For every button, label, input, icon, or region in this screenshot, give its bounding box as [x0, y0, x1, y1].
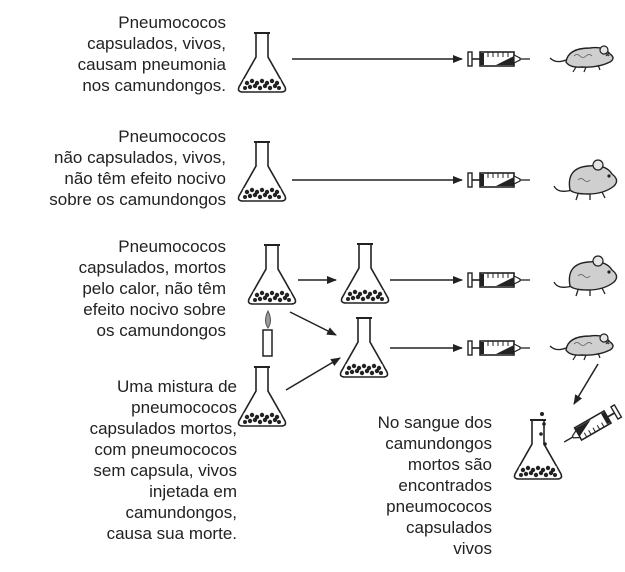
caption-line: com pneumococos: [94, 440, 237, 459]
caption-line: No sangue dos: [377, 413, 492, 432]
flask-icon: [237, 141, 287, 202]
arrow: [289, 311, 337, 336]
caption-line: encontrados: [398, 476, 492, 495]
caption-noncapsulated-live: Pneumococos não capsulados, vivos, não t…: [49, 126, 226, 210]
caption-line: não têm efeito nocivo: [64, 169, 226, 188]
caption-line: pelo calor, não têm: [82, 279, 226, 298]
caption-line: Pneumococos: [118, 13, 226, 32]
caption-line: camundongos: [385, 434, 492, 453]
flask-icon: [237, 32, 287, 93]
caption-line: sobre os camundongos: [49, 190, 226, 209]
caption-mixture: Uma mistura de pneumococos capsulados mo…: [90, 376, 237, 544]
syringe-icon: [467, 272, 531, 288]
caption-line: vivos: [453, 539, 492, 558]
dead-mouse-icon: [549, 333, 614, 361]
arrow: [573, 363, 599, 405]
caption-line: nos camundongos.: [82, 76, 226, 95]
syringe-icon: [467, 172, 531, 188]
caption-line: Pneumococos: [118, 237, 226, 256]
flask-icon: [339, 317, 389, 378]
live-mouse-icon: [553, 159, 618, 201]
caption-capsulated-live: Pneumococos capsulados, vivos, causam pn…: [78, 12, 226, 96]
blood-drops: [539, 412, 547, 446]
caption-line: Uma mistura de: [117, 377, 237, 396]
dead-mouse-icon: [549, 45, 614, 73]
caption-line: capsulados mortos,: [89, 419, 237, 438]
caption-line: não capsulados, vivos,: [54, 148, 226, 167]
caption-line: capsulados: [405, 518, 492, 537]
caption-line: capsulados, vivos,: [87, 34, 226, 53]
syringe-icon: [559, 404, 623, 449]
caption-line: mortos são: [407, 455, 492, 474]
flask-icon: [513, 419, 563, 480]
flask-icon: [247, 244, 297, 305]
caption-line: capsulados, mortos: [78, 258, 226, 277]
caption-line: camundongos,: [125, 503, 237, 522]
syringe-icon: [467, 340, 531, 356]
caption-line: pneumococos: [386, 497, 492, 516]
caption-result: No sangue dos camundongos mortos são enc…: [378, 412, 492, 559]
arrow: [285, 357, 341, 391]
caption-line: sem capsula, vivos: [93, 461, 237, 480]
caption-line: pneumococos: [131, 398, 237, 417]
caption-line: causam pneumonia: [77, 55, 226, 74]
caption-line: efeito nocivo sobre: [83, 300, 226, 319]
caption-line: injetada em: [149, 482, 237, 501]
caption-capsulated-heat-killed: Pneumococos capsulados, mortos pelo calo…: [79, 236, 226, 341]
caption-line: os camundongos: [96, 321, 226, 340]
caption-line: causa sua morte.: [106, 524, 237, 543]
flask-icon: [340, 243, 390, 304]
bunsen-burner-icon: [262, 309, 273, 357]
live-mouse-icon: [553, 255, 618, 297]
syringe-icon: [467, 51, 531, 67]
flask-icon: [237, 366, 287, 427]
caption-line: Pneumococos: [118, 127, 226, 146]
